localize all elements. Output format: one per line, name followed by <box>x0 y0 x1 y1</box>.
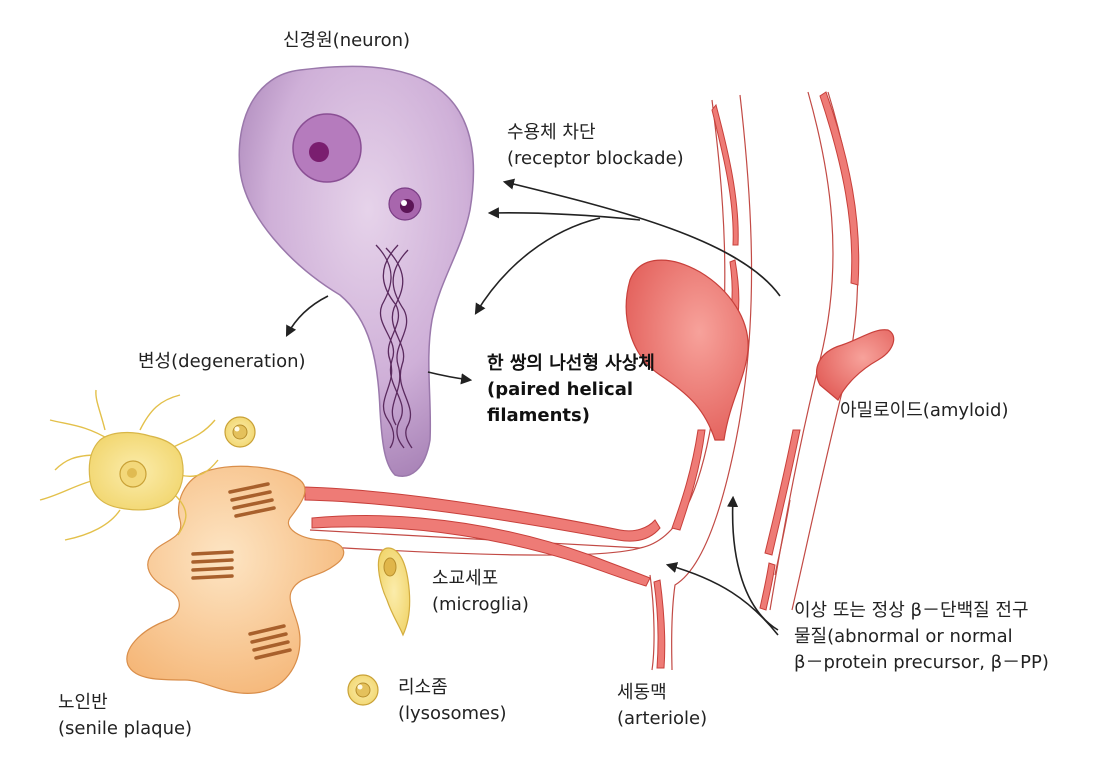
vessel-wall-segment <box>759 562 776 611</box>
vesicle-highlight <box>401 200 407 206</box>
label-precursor-line-1: 이상 또는 정상 β－단백질 전구 <box>794 600 1029 621</box>
label-lysosomes-en: (lysosomes) <box>398 703 507 724</box>
vessel-wall-segment <box>774 499 791 576</box>
arrow-precursor-to-vessel <box>726 495 779 631</box>
label-microglia: 소교세포 (microglia) <box>432 566 529 618</box>
label-lysosomes-ko: 리소좀 <box>398 677 448 698</box>
vessel-wall-segment <box>764 429 801 556</box>
vessel-wall-line <box>671 94 753 671</box>
amyloid-aneurysm <box>625 259 749 441</box>
lysosome <box>224 416 256 448</box>
arrow-to-degeneration <box>285 295 329 337</box>
plaque-body <box>126 465 345 694</box>
label-arteriole: 세동맥 (arteriole) <box>617 680 707 732</box>
vessel-wall-line <box>309 545 641 556</box>
branch-vessel-lower <box>311 515 651 587</box>
label-microglia-ko: 소교세포 <box>432 568 499 589</box>
label-beta-protein-precursor: 이상 또는 정상 β－단백질 전구 물질(abnormal or normal … <box>794 598 1049 676</box>
arrow-to-receptor-blockade <box>502 178 781 297</box>
label-receptor-blockade-ko: 수용체 차단 <box>507 122 596 143</box>
label-phf-ko: 한 쌍의 나선형 사상체 <box>487 353 655 374</box>
process-arrows <box>285 178 781 636</box>
arrow-to-neuron-mid <box>474 217 601 315</box>
label-phf-en-1: (paired helical <box>487 379 634 400</box>
glial-cell <box>39 389 219 541</box>
vessel-wall-segment <box>653 579 666 669</box>
label-arteriole-ko: 세동맥 <box>617 682 667 703</box>
branch-vessel-upper <box>304 486 661 542</box>
senile-plaque <box>126 465 345 694</box>
neuron <box>238 65 475 477</box>
label-receptor-blockade: 수용체 차단 (receptor blockade) <box>507 120 684 172</box>
microglia-cell <box>377 547 411 637</box>
vessel-wall-segment <box>671 429 706 531</box>
glial-nucleolus <box>127 468 137 478</box>
label-receptor-blockade-en: (receptor blockade) <box>507 148 684 169</box>
neuron-nucleolus <box>309 142 329 162</box>
label-lysosomes: 리소좀 (lysosomes) <box>398 675 506 727</box>
lysosome <box>347 674 379 706</box>
label-phf-en-2: filaments) <box>487 405 590 426</box>
plaque-fibril-bundle <box>228 482 276 518</box>
neuron-body <box>238 65 475 477</box>
label-neuron: 신경원(neuron) <box>283 30 411 51</box>
plaque-fibril-bundle <box>191 550 234 580</box>
label-degeneration: 변성(degeneration) <box>138 351 306 372</box>
paired-helical-filaments <box>375 244 413 449</box>
label-microglia-en: (microglia) <box>432 594 529 615</box>
vessel-wall-line <box>769 91 834 611</box>
label-precursor-line-3: β－protein precursor, β－PP) <box>794 652 1049 673</box>
label-senile-plaque-en: (senile plaque) <box>58 718 193 739</box>
label-paired-helical-filaments: 한 쌍의 나선형 사상체 (paired helical filaments) <box>487 351 655 429</box>
label-arteriole-en: (arteriole) <box>617 708 708 729</box>
plaque-fibril-bundle <box>248 624 292 660</box>
label-amyloid: 아밀로이드(amyloid) <box>840 400 1009 421</box>
vessel-wall-segment <box>819 91 860 286</box>
amyloid-bulb-small <box>816 329 895 401</box>
vessel-wall-line <box>649 574 655 671</box>
blood-vessels <box>304 91 895 671</box>
label-senile-plaque: 노인반 (senile plaque) <box>58 690 192 742</box>
arrow-to-neuron-top <box>487 207 641 221</box>
arrow-to-phf <box>427 371 473 385</box>
vessel-wall-segment <box>711 103 739 246</box>
label-senile-plaque-ko: 노인반 <box>58 692 108 713</box>
label-precursor-line-2: 물질(abnormal or normal <box>794 626 1013 647</box>
